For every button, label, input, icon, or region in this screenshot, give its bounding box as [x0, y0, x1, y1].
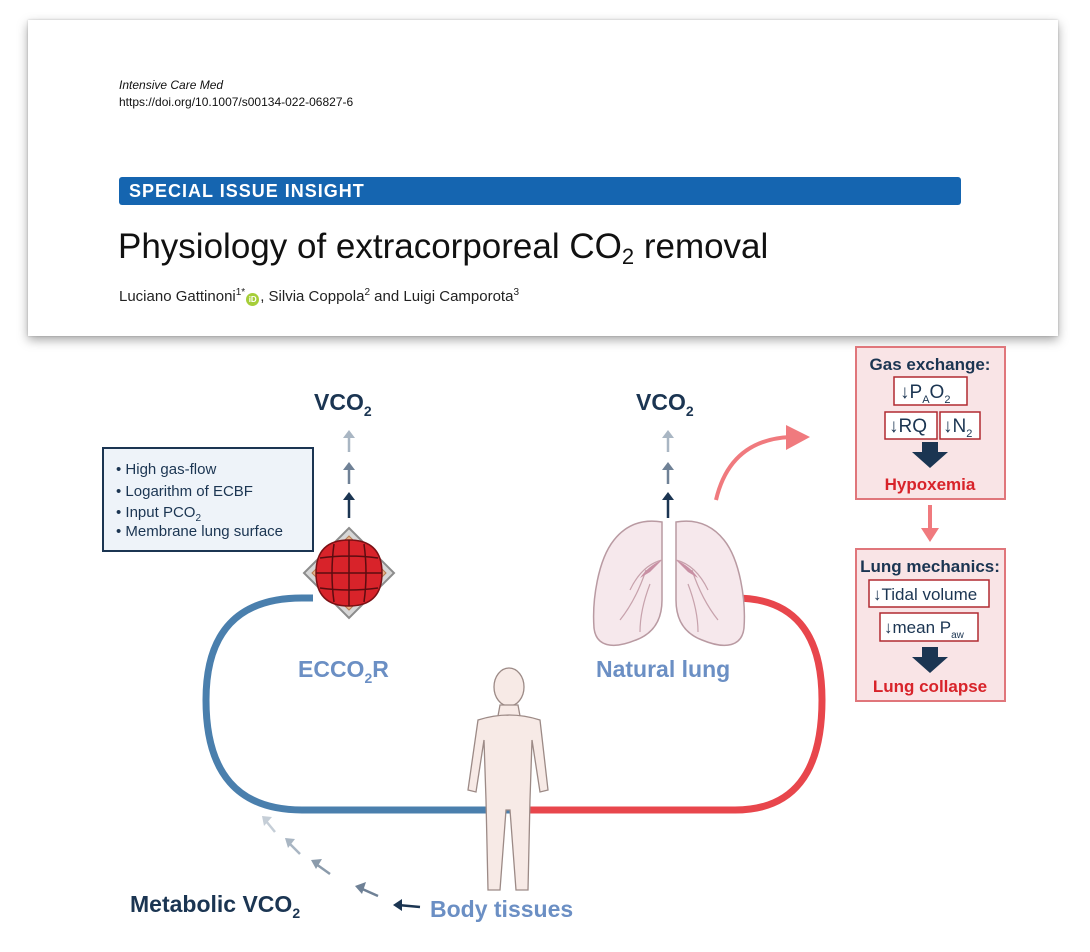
author-affiliation: 3 [513, 287, 519, 298]
banner-label: SPECIAL ISSUE INSIGHT [129, 181, 365, 201]
factor-item: • Membrane lung surface [116, 523, 283, 540]
ecco2r-label: ECCO2R [298, 656, 389, 686]
factor-item: • Input PCO2 [116, 504, 201, 524]
human-body-icon [467, 667, 549, 891]
pao2-label: ↓PAO2 [900, 382, 950, 406]
paper-title: Physiology of extracorporeal CO2 removal [118, 227, 768, 270]
author-affiliation: 1* [235, 287, 246, 298]
lung-mechanics-box: Lung mechanics: ↓Tidal volume ↓mean Paw … [855, 548, 1006, 702]
lung-to-gas-exchange-arrow [714, 435, 791, 501]
n2-label: ↓N2 [943, 416, 972, 440]
author-name[interactable]: Luigi Camporota [403, 288, 514, 305]
author-separator: , [260, 288, 269, 305]
gas-exchange-box: Gas exchange: ↓PAO2 ↓RQ ↓N2 Hypoxemia [855, 346, 1006, 500]
title-subscript: 2 [621, 244, 635, 269]
lung-collapse-label: Lung collapse [873, 677, 987, 696]
factor-item: • Logarithm of ECBF [116, 483, 253, 500]
vco2-right-label: VCO2 [636, 389, 694, 419]
author-name[interactable]: Luciano Gattinoni [119, 288, 236, 305]
metabolic-vco2-label: Metabolic VCO2 [130, 891, 300, 921]
hypoxemia-label: Hypoxemia [885, 475, 976, 494]
author-name[interactable]: Silvia Coppola [268, 288, 365, 305]
orcid-icon[interactable]: iD [246, 293, 260, 306]
rq-label: ↓RQ [889, 416, 927, 437]
author-separator: and [370, 288, 404, 305]
lungs-icon [592, 520, 746, 647]
gas-exchange-title: Gas exchange: [870, 355, 991, 374]
article-type-banner: SPECIAL ISSUE INSIGHT [119, 177, 961, 205]
ecco2r-factors-box: • High gas-flow • Logarithm of ECBF • In… [102, 447, 314, 552]
natural-lung-label: Natural lung [596, 656, 730, 682]
author-affiliation: 2 [364, 287, 370, 298]
title-text: Physiology of extracorporeal CO [118, 227, 622, 266]
vco2-right-arrows [662, 430, 674, 518]
journal-name: Intensive Care Med [119, 78, 224, 92]
tidal-volume-label: ↓Tidal volume [873, 585, 977, 604]
author-list: Luciano Gattinoni1*iD, Silvia Coppola2 a… [119, 287, 519, 306]
paper-header-card: Intensive Care Med https://doi.org/10.10… [28, 20, 1058, 336]
title-text-end: removal [634, 227, 769, 266]
body-tissues-label: Body tissues [430, 896, 573, 922]
factor-item: • High gas-flow [116, 461, 216, 478]
arrowhead [786, 425, 810, 450]
arrowhead [921, 528, 939, 542]
doi-link[interactable]: https://doi.org/10.1007/s00134-022-06827… [119, 95, 354, 109]
mean-paw-label: ↓mean Paw [884, 618, 965, 641]
membrane-lung-icon [302, 526, 396, 620]
lung-mechanics-title: Lung mechanics: [860, 557, 1000, 576]
vco2-left-arrows [343, 430, 355, 518]
circulation-loop-left [202, 594, 520, 814]
vco2-left-label: VCO2 [314, 389, 372, 419]
circulation-loop-right [520, 594, 826, 814]
metabolic-arrows [262, 816, 421, 911]
